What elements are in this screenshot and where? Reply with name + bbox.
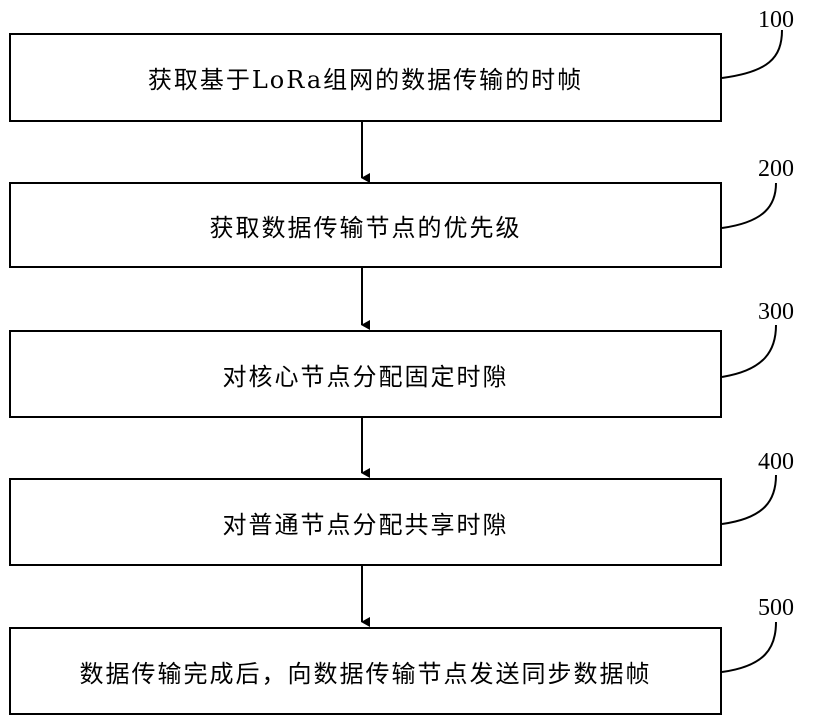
- leader-line-300: [722, 325, 776, 377]
- leader-line-200: [722, 183, 776, 228]
- step-box-300: 对核心节点分配固定时隙: [9, 330, 722, 418]
- step-number-200: 200: [758, 157, 794, 181]
- leader-line-500: [722, 622, 776, 672]
- step-box-400: 对普通节点分配共享时隙: [9, 478, 722, 566]
- leader-line-100: [722, 30, 782, 78]
- step-text-500: 数据传输完成后，向数据传输节点发送同步数据帧: [80, 654, 652, 689]
- step-box-100: 获取基于LoRa组网的数据传输的时帧: [9, 33, 722, 122]
- leader-line-400: [722, 475, 776, 524]
- step-box-200: 获取数据传输节点的优先级: [9, 182, 722, 268]
- step-number-300: 300: [758, 300, 794, 324]
- step-box-500: 数据传输完成后，向数据传输节点发送同步数据帧: [9, 627, 722, 715]
- step-number-400: 400: [758, 450, 794, 474]
- step-text-200: 获取数据传输节点的优先级: [210, 208, 522, 243]
- step-text-400: 对普通节点分配共享时隙: [223, 505, 509, 540]
- step-number-500: 500: [758, 596, 794, 620]
- step-text-300: 对核心节点分配固定时隙: [223, 357, 509, 392]
- step-number-100: 100: [758, 8, 794, 32]
- step-text-100: 获取基于LoRa组网的数据传输的时帧: [148, 60, 583, 95]
